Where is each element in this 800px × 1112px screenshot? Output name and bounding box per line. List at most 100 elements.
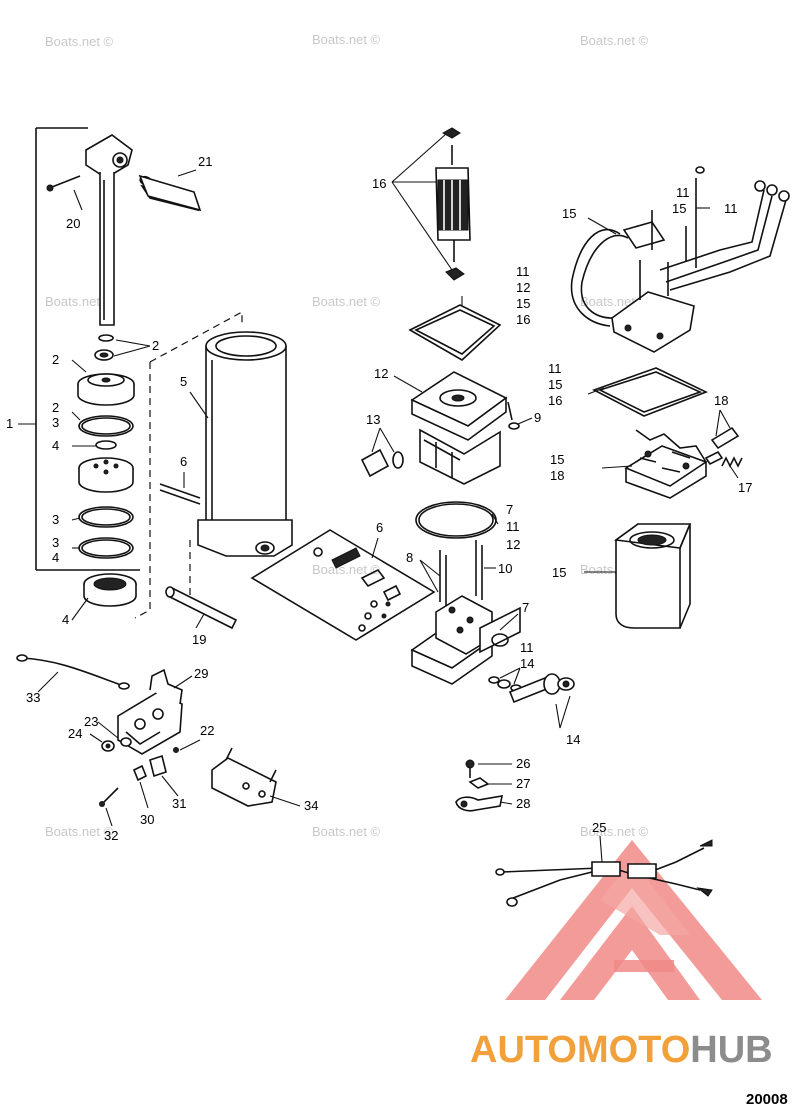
- part-label-16: 16: [548, 393, 562, 408]
- part-label-15: 15: [672, 201, 686, 216]
- part-label-16: 16: [516, 312, 530, 327]
- dashed-group-outline: [134, 310, 243, 619]
- part-label-30: 30: [140, 812, 154, 827]
- part-label-34: 34: [304, 798, 318, 813]
- part-label-15: 15: [516, 296, 530, 311]
- part-label-12: 12: [506, 537, 520, 552]
- part-label-3: 3: [52, 535, 59, 550]
- part-label-27: 27: [516, 776, 530, 791]
- part-label-11: 11: [676, 185, 690, 200]
- part-label-14: 14: [520, 656, 534, 671]
- gasket-upper: [408, 304, 502, 361]
- figure-code: 20008: [746, 1091, 788, 1108]
- part-label-21: 21: [198, 154, 212, 169]
- part-label-11: 11: [516, 264, 530, 279]
- o-ring-7: [415, 501, 497, 539]
- bracket-34: [211, 747, 277, 807]
- part-label-2: 2: [52, 400, 59, 415]
- part-label-29: 29: [194, 666, 208, 681]
- part-label-19: 19: [192, 632, 206, 647]
- part-label-23: 23: [84, 714, 98, 729]
- screw-32: [99, 787, 119, 807]
- part-label-8: 8: [406, 550, 413, 565]
- screw-9: [507, 401, 520, 430]
- fittings-14: [488, 673, 575, 704]
- part-label-11: 11: [548, 361, 562, 376]
- part-label-3: 3: [52, 512, 59, 527]
- part-label-13: 13: [366, 412, 380, 427]
- trim-rod-assembly: [85, 134, 133, 326]
- logo-text-hub: HUB: [690, 1029, 772, 1071]
- pump-base: [410, 595, 521, 685]
- part-label-31: 31: [172, 796, 186, 811]
- part-label-25: 25: [592, 820, 606, 835]
- svg-text:AUTOMOTOHUB: AUTOMOTOHUB: [470, 1029, 773, 1071]
- watermark-text: Boats.net ©: [312, 32, 381, 47]
- part-label-15: 15: [562, 206, 576, 221]
- part-label-22: 22: [200, 723, 214, 738]
- part-label-15: 15: [550, 452, 564, 467]
- motor-top-cover: [570, 166, 790, 353]
- part-label-14: 14: [566, 732, 580, 747]
- group-bracket-1: [18, 127, 140, 571]
- part-label-1: 1: [6, 416, 13, 431]
- brushes-18: [704, 426, 740, 466]
- trim-cylinder: [197, 331, 293, 557]
- part-label-32: 32: [104, 828, 118, 843]
- part-label-12: 12: [516, 280, 530, 295]
- part-label-2: 2: [52, 352, 59, 367]
- part-label-5: 5: [180, 374, 187, 389]
- leader-lines: [37, 133, 739, 863]
- part-label-24: 24: [68, 726, 82, 741]
- part-label-7: 7: [522, 600, 529, 615]
- part-label-3: 3: [52, 415, 59, 430]
- part-labels: 1 2 2 2 3 3 3 4 4 4 5 6 6 7 7 8 9 10 11 …: [6, 154, 752, 843]
- part-label-2: 2: [152, 338, 159, 353]
- part-label-26: 26: [516, 756, 530, 771]
- part-label-10: 10: [498, 561, 512, 576]
- screws-8-10: [439, 540, 483, 606]
- part-label-4: 4: [62, 612, 69, 627]
- part-label-18: 18: [550, 468, 564, 483]
- watermark-text: Boats.net ©: [45, 824, 114, 839]
- watermark-text: Boats.net ©: [580, 824, 649, 839]
- part-label-7: 7: [506, 502, 513, 517]
- wire-harness-25: [495, 839, 713, 907]
- screw-20: [46, 175, 81, 192]
- part-label-15: 15: [552, 565, 566, 580]
- brush-plate-gasket: [591, 367, 709, 417]
- valve-kit-box: [250, 529, 436, 641]
- ground-strap-33: [16, 654, 130, 690]
- watermark-text: Boats.net ©: [312, 824, 381, 839]
- screw-6: [159, 483, 201, 505]
- small-parts-22-30-31: [132, 747, 179, 782]
- automotohub-wordmark: AUTOMOTOHUB: [470, 1029, 773, 1071]
- brush-plate: [624, 429, 708, 499]
- automotohub-logo: [505, 840, 762, 1000]
- part-label-11: 11: [506, 519, 520, 534]
- part-label-9: 9: [534, 410, 541, 425]
- watermark-text: Boats.net ©: [45, 294, 114, 309]
- seal-stack: [77, 334, 137, 607]
- part-label-11: 11: [724, 201, 738, 216]
- part-label-18: 18: [714, 393, 728, 408]
- part-label-17: 17: [738, 480, 752, 495]
- watermark-text: Boats.net ©: [312, 562, 381, 577]
- pivot-pin: [138, 174, 202, 212]
- motor-armature: [435, 127, 471, 281]
- part-label-12: 12: [374, 366, 388, 381]
- part-label-4: 4: [52, 438, 59, 453]
- pivot-pin-19: [165, 586, 238, 630]
- part-label-15: 15: [548, 377, 562, 392]
- part-label-28: 28: [516, 796, 530, 811]
- watermark-text: Boats.net ©: [312, 294, 381, 309]
- part-label-11: 11: [520, 640, 534, 655]
- hardware-26-28: [455, 759, 504, 812]
- part-label-6: 6: [376, 520, 383, 535]
- part-label-33: 33: [26, 690, 40, 705]
- spring-17: [721, 456, 743, 468]
- part-label-6: 6: [180, 454, 187, 469]
- solenoid: [117, 668, 183, 755]
- watermark-text: Boats.net ©: [45, 34, 114, 49]
